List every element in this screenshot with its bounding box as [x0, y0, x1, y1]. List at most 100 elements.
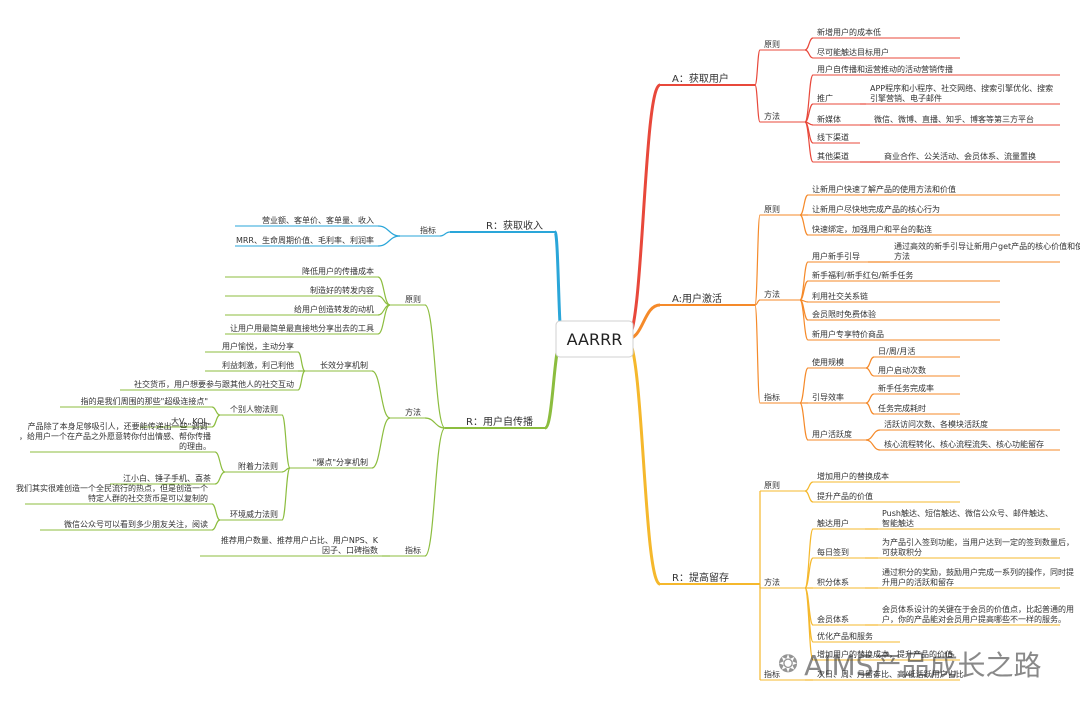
node-ret_i: 指标 — [764, 669, 780, 679]
connector — [804, 49, 814, 59]
node-act_m3: 利用社交关系链 — [812, 291, 868, 301]
connector — [799, 402, 809, 441]
node-acq_m1: 用户自传播和运营推动的活动营销传播 — [817, 64, 953, 74]
node-ret_p2: 提升产品的价值 — [817, 491, 873, 501]
connector — [754, 214, 761, 306]
node-ref_m2a: 个别人物法则 — [230, 404, 278, 414]
connector — [214, 471, 226, 485]
node-act_i1b: 用户启动次数 — [878, 365, 926, 375]
connector — [297, 351, 306, 372]
node-act_m4: 会员限时免费体验 — [812, 309, 876, 319]
node-ret_m2: 每日签到 — [817, 547, 849, 557]
node-act_p3: 快速绑定，加强用户和平台的黏连 — [812, 224, 932, 234]
node-ret_m5: 优化产品和服务 — [817, 631, 873, 641]
node-acq_m3: 新媒体 — [817, 114, 841, 124]
node-acq_p: 原则 — [764, 39, 780, 49]
node-acq_m5a: 商业合作、公关活动、会员体系、流量置换 — [884, 151, 1036, 161]
connector — [799, 194, 809, 216]
node-rev: R：获取收入 — [486, 219, 543, 232]
connector — [799, 367, 809, 404]
connector — [211, 414, 221, 428]
node-ref_p: 原则 — [405, 294, 421, 304]
node-act_i2b: 任务完成耗时 — [878, 403, 926, 413]
node-ref_m1: 长效分享机制 — [320, 360, 368, 370]
node-rev_i1: 营业额、客单价、客单量、收入 — [262, 215, 374, 225]
node-act_p2: 让新用户尽快地完成产品的核心行为 — [812, 204, 940, 214]
node-rev_i: 指标 — [420, 225, 436, 235]
node-ref_p1: 降低用户的传播成本 — [302, 266, 374, 276]
node-ret_p: 原则 — [764, 480, 780, 490]
connector — [804, 481, 814, 492]
node-ref_m2a2: 大V、KOL — [171, 416, 209, 426]
node-ref_m: 方法 — [405, 407, 421, 417]
connector — [804, 587, 814, 661]
node-ref_p3: 给用户创造转发的动机 — [294, 304, 374, 314]
connector — [804, 557, 814, 589]
node-ret_m1: 触达用户 — [817, 518, 849, 528]
wechat-icon: ❂ — [778, 650, 799, 678]
connector — [799, 299, 809, 341]
connector — [799, 214, 809, 236]
node-acq_m: 方法 — [764, 111, 780, 121]
connector — [211, 406, 221, 416]
connector — [281, 467, 291, 521]
node-ref_p2: 制造好的转发内容 — [310, 285, 374, 295]
node-act_i2: 引导效率 — [812, 392, 844, 402]
node-ref_m2a1: 指的是我们周围的那些"超级连接点" — [81, 396, 208, 406]
node-act_i1: 使用规模 — [812, 357, 844, 367]
node-acq: A：获取用户 — [672, 72, 729, 85]
connector — [865, 429, 881, 441]
connector — [754, 84, 761, 123]
node-ref_m2c1: 我们其实很难创造一个全民流行的热点，但是创造一个特定人群的社交货币是可以复制的 — [16, 483, 208, 503]
connector — [625, 337, 662, 586]
connector — [754, 49, 761, 86]
node-ref_m1a: 用户愉悦，主动分享 — [222, 341, 294, 351]
node-act_m: 方法 — [764, 289, 780, 299]
connector — [865, 439, 881, 451]
connector — [804, 490, 814, 503]
connector — [371, 370, 391, 419]
node-acq_p1: 新增用户的成本低 — [817, 27, 881, 37]
connector — [804, 121, 814, 163]
connector — [439, 231, 451, 237]
connector — [211, 503, 221, 521]
connector — [754, 299, 761, 306]
node-ret_m4: 会员体系 — [817, 614, 849, 624]
node-ref: R：用户自传播 — [466, 415, 533, 428]
connector — [377, 225, 401, 237]
node-act_i3: 用户活跃度 — [812, 429, 852, 439]
connector — [865, 356, 875, 369]
node-act_p: 原则 — [764, 204, 780, 214]
node-act_m1: 用户新手引导 — [812, 251, 860, 261]
node-ref_m2: "爆点"分享机制 — [313, 457, 368, 467]
node-ret: R：提高留存 — [672, 571, 729, 584]
node-ret_m3a: 通过积分的奖励，鼓励用户完成一系列的操作，同时提升用户的活跃和留存 — [882, 567, 1074, 587]
node-acq_m3a: 微信、微博、直播、知乎、博客等第三方平台 — [874, 114, 1034, 124]
connector — [804, 74, 814, 123]
connector — [865, 402, 875, 415]
node-ret_m1a: Push触达、短信触达、微信公众号、邮件触达、智能触达 — [882, 508, 1053, 528]
node-ref_m2b2: 江小白、锤子手机、喜茶 — [123, 473, 211, 483]
node-ref_i: 指标 — [405, 545, 421, 555]
connector — [865, 393, 875, 404]
node-ret_m6: 增加用户的替换成本，提升产品的价值 — [817, 649, 953, 659]
connector — [865, 367, 875, 377]
node-act_i3a: 活跃访问次数、各模块活跃度 — [884, 419, 988, 429]
connector — [625, 83, 662, 341]
node-ret_p1: 增加用户的替换成本 — [817, 471, 889, 481]
node-act_i2a: 新手任务完成率 — [878, 383, 934, 393]
node-ref_m2b1: 产品除了本身足够吸引人，还要能传递出一些"调调"，给用户一个在产品之外愿意转你付… — [19, 421, 211, 451]
node-act_i: 指标 — [764, 392, 780, 402]
node-act_m2: 新手福利/新手红包/新手任务 — [812, 270, 913, 280]
node-ref_m2b: 附着力法则 — [238, 461, 278, 471]
node-acq_p2: 尽可能触达目标用户 — [817, 47, 889, 57]
connector — [211, 519, 221, 531]
node-act_p1: 让新用户快速了解产品的使用方法和价值 — [812, 184, 956, 194]
node-act_i1a: 日/周/月活 — [878, 346, 915, 356]
root-node-label: AARRR — [567, 330, 623, 349]
node-ret_i1: 次日、周、月留存比、高/低活跃用户占比 — [817, 669, 964, 679]
node-acq_m2a: APP程序和小程序、社交网络、搜索引擎优化、搜索引擎营销、电子邮件 — [870, 83, 1053, 103]
connector — [377, 304, 391, 335]
